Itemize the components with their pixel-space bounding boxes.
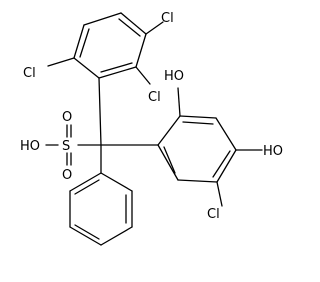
double-bond (118, 18, 141, 37)
oxygen-label: O (62, 110, 72, 125)
phenyl-ring (69, 172, 133, 246)
bond (69, 172, 102, 192)
bond (216, 181, 223, 207)
hydroxyl-label: HO (164, 69, 184, 84)
bond (98, 66, 137, 79)
central-carbon (77, 77, 159, 174)
trichlorophenyl-ring (47, 12, 164, 85)
bond (100, 226, 133, 246)
bond (98, 77, 102, 146)
structure-drawing: S O O HO Cl Cl Cl Cl HO HO (20, 11, 283, 246)
oxygen-label: O (62, 168, 72, 183)
bond (157, 115, 181, 146)
molecule-canvas: S O O HO Cl Cl Cl Cl HO HO (20, 11, 284, 246)
dihydroxychlorophenyl-ring (157, 87, 263, 207)
bond (157, 144, 179, 181)
chlorine-label: Cl (161, 11, 174, 26)
bond (73, 24, 85, 59)
double-bond (100, 62, 133, 73)
double-bond (74, 179, 100, 195)
bond (120, 12, 147, 35)
sulfur-label: S (62, 139, 70, 154)
double-bond (79, 28, 90, 58)
double-bond (163, 146, 176, 174)
chlorine-label: Cl (148, 90, 161, 105)
bond (135, 33, 147, 68)
double-bond (212, 150, 231, 178)
bond (135, 66, 151, 85)
double-bond (182, 121, 214, 125)
bond (177, 179, 218, 183)
chlorine-label: Cl (207, 207, 220, 222)
bond (179, 115, 217, 119)
hydroxyl-label: HO (263, 144, 283, 159)
bond (69, 226, 102, 246)
bond (47, 57, 75, 67)
chlorine-label: Cl (23, 66, 36, 81)
bond (100, 172, 133, 192)
double-bond (74, 224, 100, 240)
bond (177, 87, 181, 117)
hydroxyl-label: HO (20, 139, 40, 154)
bond (215, 117, 237, 151)
bond (145, 21, 164, 35)
bond (216, 149, 237, 183)
sulfonic-acid-group: S O O HO (20, 110, 72, 183)
bond (83, 12, 122, 26)
bond (73, 57, 100, 79)
